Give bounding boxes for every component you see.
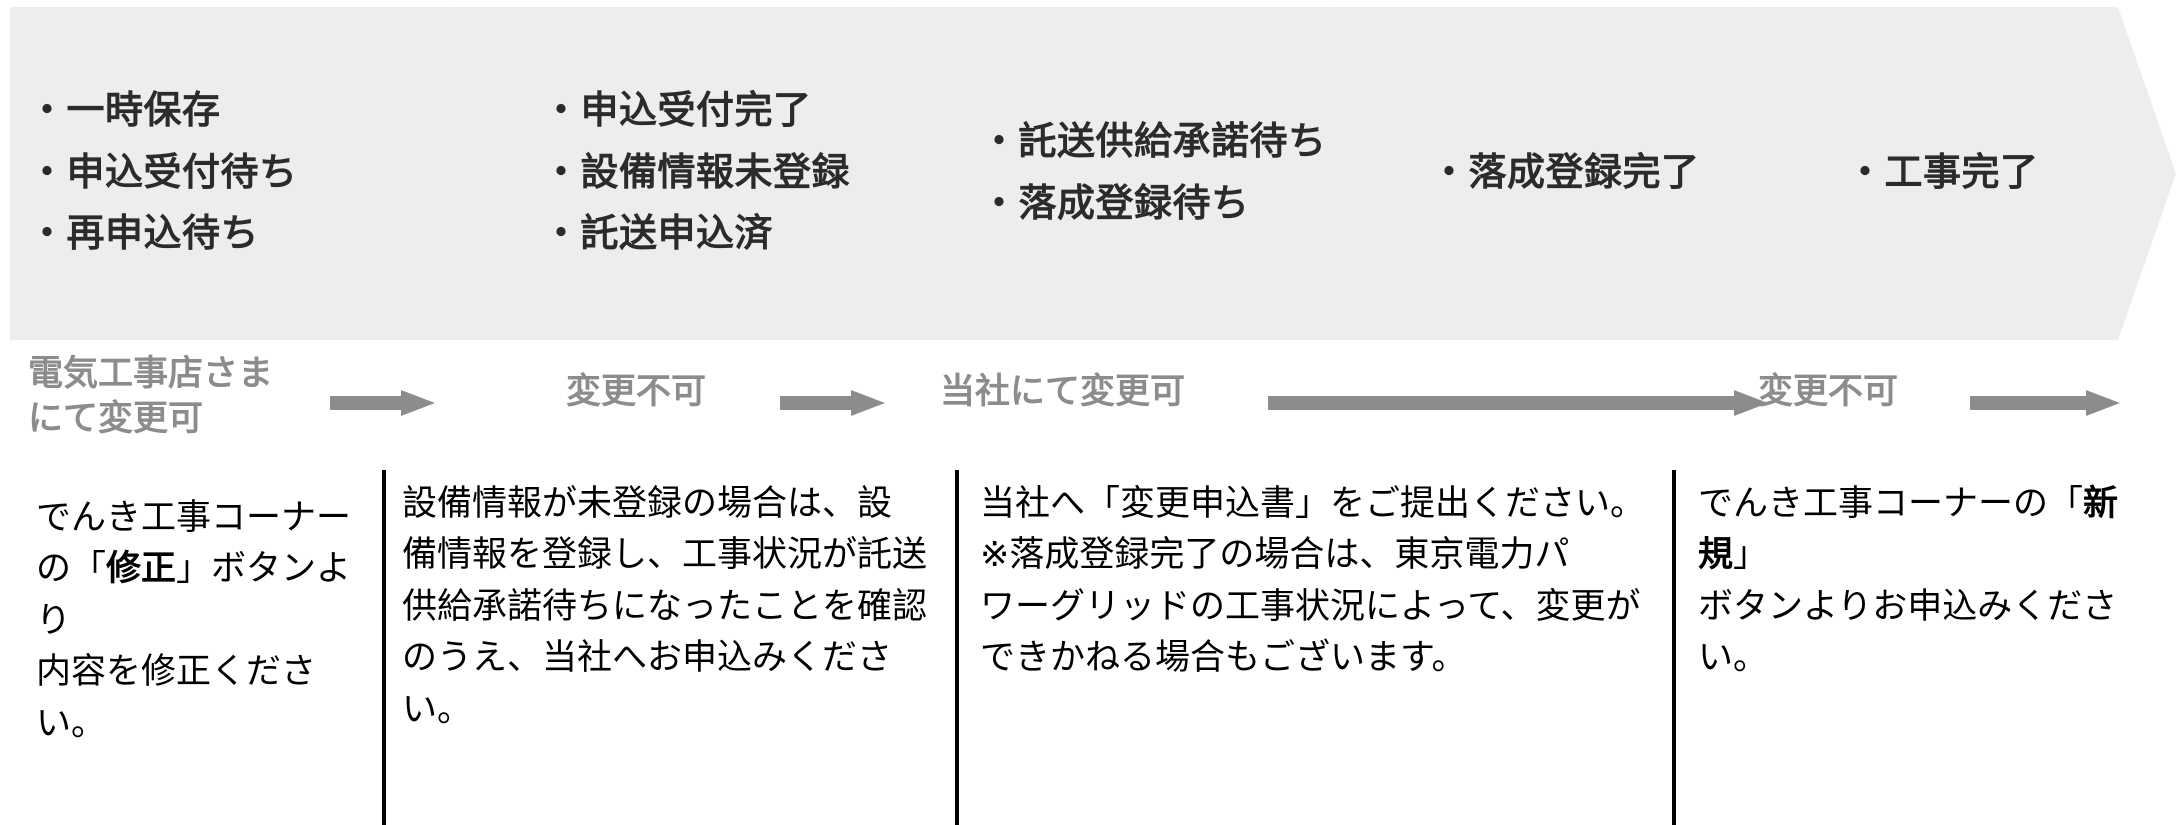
process-stage-3-item: ・託送供給承諾待ち — [980, 120, 1327, 163]
process-stage-3: ・託送供給承諾待ち・落成登録待ち — [892, 7, 1392, 340]
process-stage-2: ・申込受付完了・設備情報未登録・託送申込済 — [452, 7, 950, 340]
flow-label-2-line1: 変更不可 — [566, 372, 707, 411]
flow-label-3: 当社にて変更可 — [940, 370, 1185, 415]
process-stage-2-item: ・託送申込済 — [542, 213, 774, 256]
note-1-segment: 修正 — [106, 549, 177, 589]
flow-arrow-4-icon — [1970, 388, 2120, 418]
note-1: でんき工事コーナー の「修正」ボタンより 内容を修正ください。 — [36, 492, 366, 749]
process-stage-5: ・工事完了 — [1750, 7, 2176, 340]
process-stage-1-item: ・申込受付待ち — [28, 151, 298, 194]
process-stage-4: ・落成登録完了 — [1334, 7, 1808, 340]
note-divider-3 — [1672, 470, 1676, 825]
process-stage-1-labels: ・一時保存・申込受付待ち・再申込待ち — [28, 81, 510, 266]
flow-label-1-line1: 電気工事店さま — [28, 354, 274, 393]
process-stage-2-labels: ・申込受付完了・設備情報未登録・託送申込済 — [542, 81, 950, 266]
note-3: 当社へ「変更申込書」をご提出ください。 ※落成登録完了の場合は、東京電力パ ワー… — [980, 478, 1660, 684]
note-divider-1 — [382, 470, 386, 825]
process-stage-3-item: ・落成登録待ち — [980, 182, 1250, 225]
note-1-segment: でんき工事コーナー の「 — [36, 498, 352, 589]
flow-arrow-2-icon — [780, 388, 885, 418]
note-4-segment: 」 ボタンよりお申込みください。 — [1698, 535, 2118, 678]
process-stage-4-item: ・落成登録完了 — [1430, 151, 1700, 194]
process-stage-3-labels: ・託送供給承諾待ち・落成登録待ち — [980, 112, 1392, 235]
process-stage-2-item: ・設備情報未登録 — [542, 151, 851, 194]
flow-arrow-1-icon — [330, 388, 435, 418]
instruction-notes-row: でんき工事コーナー の「修正」ボタンより 内容を修正ください。設備情報が未登録の… — [0, 470, 2176, 825]
note-4-segment: でんき工事コーナーの「 — [1698, 484, 2084, 523]
process-stage-1-item: ・一時保存 — [28, 90, 221, 133]
process-stage-4-labels: ・落成登録完了 — [1430, 143, 1808, 205]
note-divider-2 — [955, 470, 959, 825]
flow-label-4-line1: 変更不可 — [1758, 372, 1899, 411]
flow-label-3-line1: 当社にて変更可 — [940, 372, 1186, 411]
change-availability-row: 電気工事店さまにて変更可 変更不可 当社にて変更可 変更不可 — [0, 352, 2176, 444]
process-stage-2-item: ・申込受付完了 — [542, 90, 812, 133]
flow-label-2: 変更不可 — [566, 370, 706, 415]
note-4-segment: 新規 — [1698, 484, 2119, 575]
note-1-segment: 」ボタンより 内容を修正ください。 — [36, 549, 352, 743]
note-2: 設備情報が未登録の場合は、設 備情報を登録し、工事状況が託送 供給承諾待ちになっ… — [402, 478, 942, 735]
process-stage-1-item: ・再申込待ち — [28, 213, 260, 256]
flow-label-1: 電気工事店さまにて変更可 — [28, 352, 273, 442]
flow-arrow-3-icon — [1268, 388, 1768, 418]
process-stage-5-item: ・工事完了 — [1846, 151, 2039, 194]
note-4: でんき工事コーナーの「新規」 ボタンよりお申込みください。 — [1698, 478, 2168, 684]
flow-label-4: 変更不可 — [1758, 370, 1898, 415]
note-2-segment: 設備情報が未登録の場合は、設 備情報を登録し、工事状況が託送 供給承諾待ちになっ… — [402, 484, 928, 729]
process-stage-5-labels: ・工事完了 — [1846, 143, 2176, 205]
process-chevron-band: ・一時保存・申込受付待ち・再申込待ち・申込受付完了・設備情報未登録・託送申込済・… — [0, 7, 2176, 340]
flow-label-1-line2: にて変更可 — [28, 398, 204, 438]
note-3-segment: 当社へ「変更申込書」をご提出ください。 ※落成登録完了の場合は、東京電力パ ワー… — [980, 484, 1646, 678]
process-stage-1: ・一時保存・申込受付待ち・再申込待ち — [10, 7, 510, 340]
